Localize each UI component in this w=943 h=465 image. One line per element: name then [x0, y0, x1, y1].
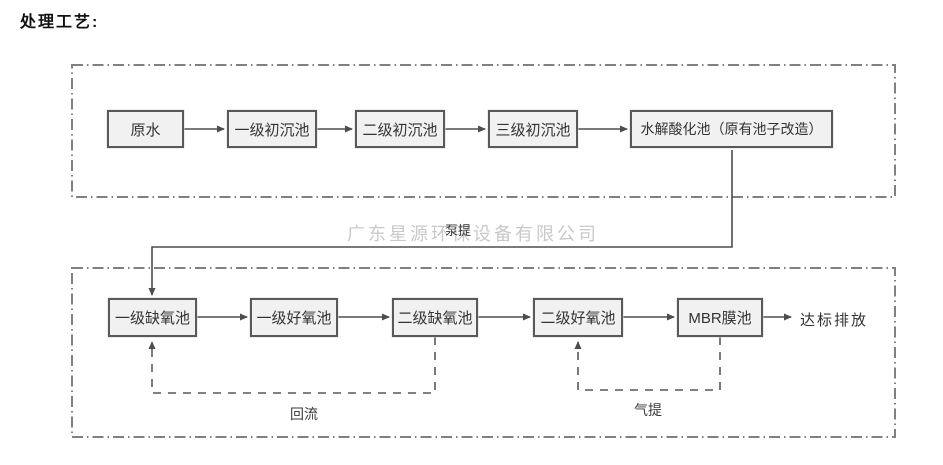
node-hydrolysis-acidification: 水解酸化池（原有池子改造） — [630, 110, 833, 148]
gas-lift-label: 气提 — [634, 402, 662, 418]
page-title: 处理工艺: — [20, 14, 100, 31]
stage2-container-border — [71, 267, 896, 438]
stage1-container-border — [71, 64, 896, 198]
node-primary-sedimentation-3: 三级初沉池 — [488, 110, 578, 148]
node-aerobic-tank-2: 二级好氧池 — [533, 298, 623, 337]
node-aerobic-tank-1: 一级好氧池 — [250, 298, 338, 337]
node-mbr-membrane-tank: MBR膜池 — [677, 298, 763, 337]
node-raw-water: 原水 — [107, 110, 184, 148]
node-anoxic-tank-2: 二级缺氧池 — [392, 298, 478, 337]
watermark-text: 广东星源环保设备有限公司 — [347, 224, 599, 244]
node-primary-sedimentation-1: 一级初沉池 — [227, 110, 317, 148]
gas-lift-return-line — [574, 337, 721, 391]
node-primary-sedimentation-2: 二级初沉池 — [355, 110, 445, 148]
reflux-label: 回流 — [290, 406, 318, 422]
discharge-label: 达标排放 — [800, 312, 869, 329]
reflux-return-line — [148, 337, 436, 394]
pump-transfer-line — [148, 150, 733, 296]
pump-label: 泵提 — [445, 223, 472, 238]
node-anoxic-tank-1: 一级缺氧池 — [108, 298, 197, 337]
